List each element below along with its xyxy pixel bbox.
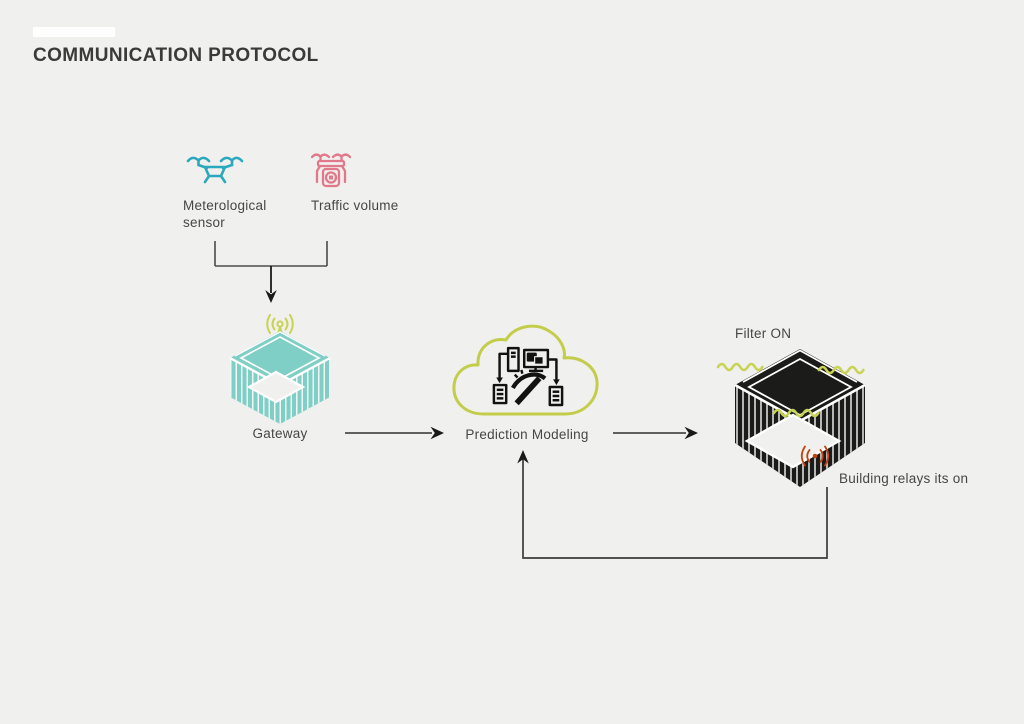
building-relays-caption: Building relays its on [839, 471, 969, 486]
weather-drone-icon [186, 156, 244, 184]
isometric-building-black-icon [716, 349, 866, 487]
meteorological-sensor-label-line2: sensor [183, 215, 226, 230]
data-mining-icon [492, 346, 564, 407]
camera-drone-icon [311, 153, 351, 188]
isometric-building-teal-icon [229, 331, 331, 424]
meteorological-sensor-label: Meterological sensor [183, 197, 303, 231]
prediction-modeling-label: Prediction Modeling [465, 427, 589, 442]
squiggle-middle [772, 408, 820, 418]
squiggle-left [716, 362, 764, 372]
title-highlight-bar [33, 27, 115, 37]
squiggle-right [817, 365, 865, 375]
filter-on-label: Filter ON [735, 326, 792, 341]
meteorological-sensor-label-line1: Meterological [183, 198, 267, 213]
gateway-label: Gateway [252, 426, 308, 441]
broadcast-signal-icon [800, 445, 830, 467]
page-title: COMMUNICATION PROTOCOL [33, 45, 319, 66]
traffic-volume-label: Traffic volume [311, 198, 399, 213]
